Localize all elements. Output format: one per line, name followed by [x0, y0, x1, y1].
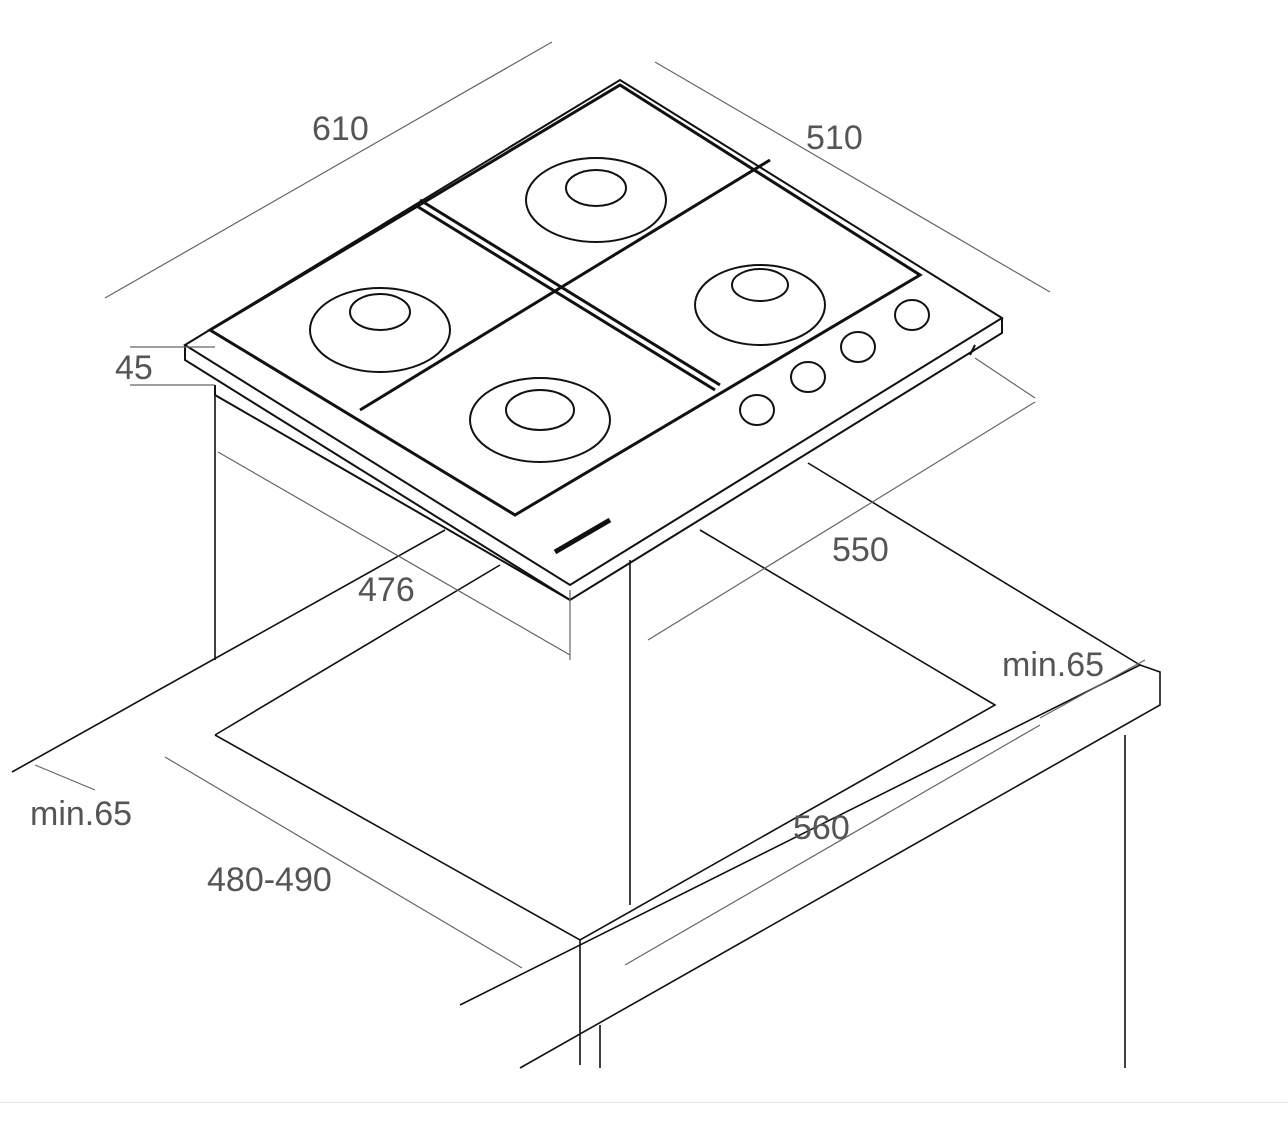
burner-left [309, 287, 451, 373]
dim-cutout-depth: 480-490 [207, 861, 332, 899]
knob-4 [894, 299, 930, 331]
dimension-lines [34, 41, 1146, 969]
hob-top-plate [183, 78, 1004, 587]
dim-thickness: 45 [115, 349, 153, 387]
dim-cutout-width: 560 [793, 809, 850, 847]
hob [183, 78, 1004, 602]
control-knobs [739, 299, 930, 426]
burner-front-wok [469, 377, 611, 463]
dim-min-front: min.65 [30, 795, 133, 833]
dim-body-width: 550 [832, 531, 889, 569]
knob-2 [790, 361, 826, 393]
burners [309, 157, 826, 463]
dim-width-top: 610 [312, 110, 369, 148]
dim-min-right: min.65 [1002, 646, 1105, 684]
pan-support-grid [207, 83, 923, 517]
knob-3 [840, 331, 876, 363]
countertop [11, 395, 1161, 1069]
burner-back [525, 157, 667, 243]
divider [0, 1102, 1288, 1103]
dim-depth-top: 510 [806, 119, 863, 157]
burner-right [694, 264, 826, 346]
knob-1 [739, 394, 775, 426]
dim-body-depth: 476 [358, 571, 415, 609]
brand-logo [553, 517, 612, 555]
